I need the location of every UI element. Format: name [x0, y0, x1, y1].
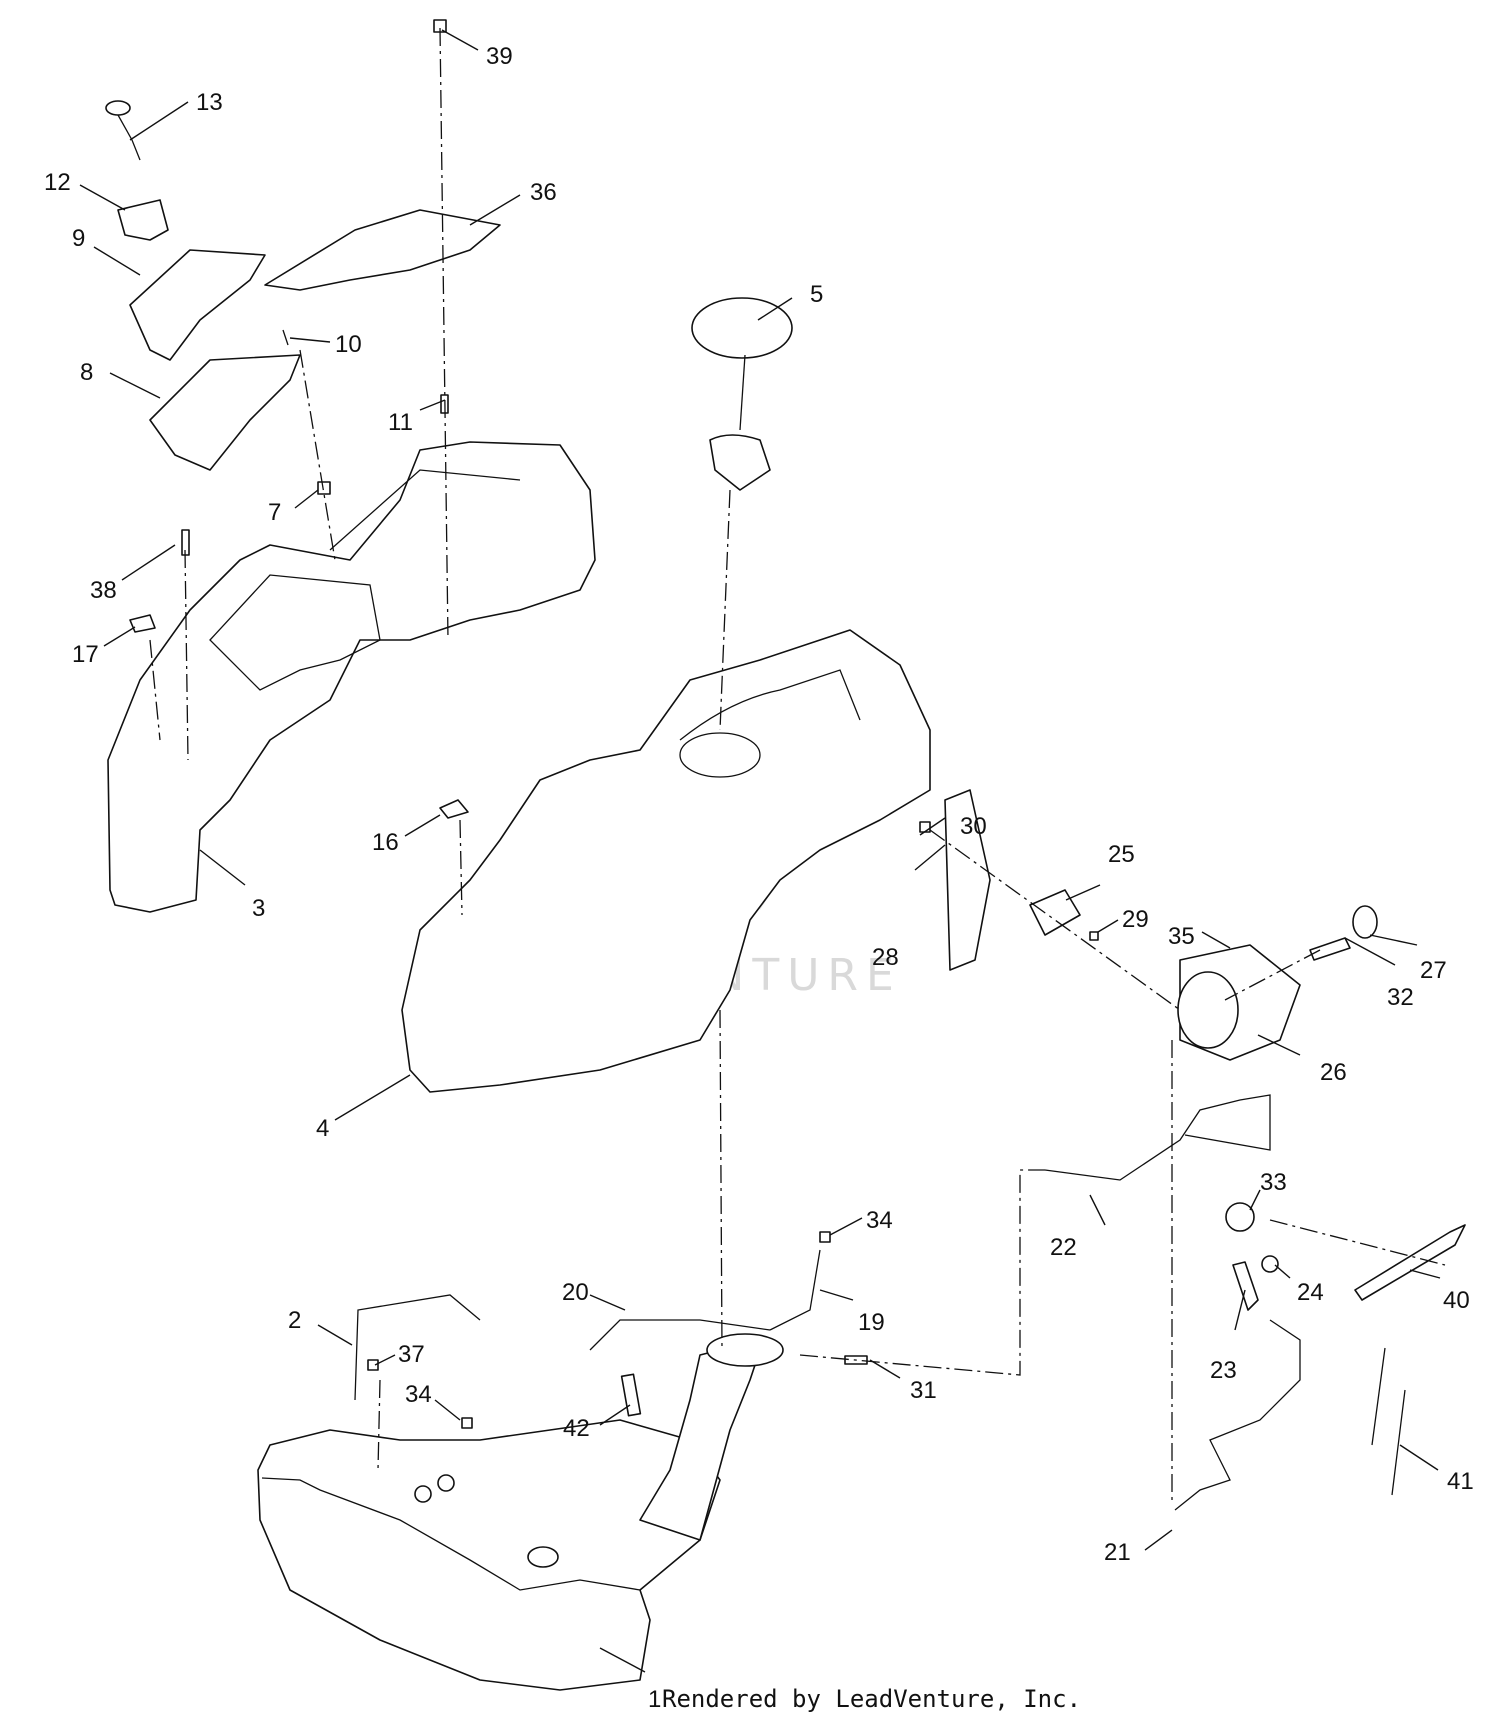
part-10-screw: [282, 329, 289, 346]
callout-32: 32: [1387, 984, 1414, 1011]
callout-8: 8: [80, 359, 93, 386]
part-34-clip-lower: [461, 1417, 473, 1429]
part-21-hose: [1174, 1319, 1301, 1511]
part-13-knob: [105, 100, 141, 161]
callout-28: 28: [872, 944, 899, 971]
part-24-clamp: [1261, 1255, 1279, 1273]
callout-10: 10: [335, 331, 362, 358]
part-12-bracket: [117, 199, 169, 241]
callout-27: 27: [1420, 957, 1447, 984]
callout-25: 25: [1108, 841, 1135, 868]
credit-text: Rendered by LeadVenture, Inc.: [662, 1685, 1081, 1713]
callout-41: 41: [1447, 1468, 1474, 1495]
callout-30: 30: [960, 813, 987, 840]
callouts: 39 13 12 36 9 5 10 8 11 7 38 17 16 3 30 …: [44, 43, 1474, 1713]
part-1-fuel-tank: [257, 1333, 784, 1691]
callout-7: 7: [268, 499, 281, 526]
part-27-cap: [1352, 905, 1378, 939]
part-34-clip-upper: [819, 1231, 831, 1243]
part-2-line: [354, 1294, 481, 1401]
callout-19: 19: [858, 1309, 885, 1336]
part-28-bracket: [944, 789, 991, 971]
callout-22: 22: [1050, 1234, 1077, 1261]
part-41-ties: [1371, 1347, 1406, 1496]
callout-38: 38: [90, 577, 117, 604]
callout-35: 35: [1168, 923, 1195, 950]
callout-16: 16: [372, 829, 399, 856]
part-23-fitting: [1232, 1261, 1259, 1311]
callout-17: 17: [72, 641, 99, 668]
part-30-nut: [919, 821, 931, 833]
callout-33: 33: [1260, 1169, 1287, 1196]
part-25-bracket: [1029, 889, 1081, 936]
callout-11: 11: [388, 409, 413, 436]
part-33-cap: [1225, 1202, 1255, 1232]
part-3-console-housing: [107, 441, 596, 913]
callout-13: 13: [196, 89, 223, 116]
callout-34-lower: 34: [405, 1381, 432, 1408]
part-36-cover: [264, 209, 501, 291]
part-20-hose: [589, 1319, 771, 1351]
callout-42: 42: [563, 1415, 590, 1442]
callout-29: 29: [1122, 906, 1149, 933]
part-4-fender-body: [401, 629, 931, 1093]
part-40-strip: [1354, 1224, 1466, 1301]
callout-2: 2: [288, 1307, 301, 1334]
callout-26: 26: [1320, 1059, 1347, 1086]
part-26-35-canister: [1177, 944, 1301, 1061]
callout-12: 12: [44, 169, 71, 196]
callout-23: 23: [1210, 1357, 1237, 1384]
callout-31: 31: [910, 1377, 937, 1404]
part-22-hose: [1044, 1094, 1271, 1181]
part-29-screw: [1089, 931, 1099, 941]
part-42-clamp: [620, 1373, 642, 1417]
part-16-pad: [439, 799, 469, 819]
callout-34-upper: 34: [866, 1207, 893, 1234]
part-9-plate: [129, 249, 266, 361]
small-parts: [105, 19, 1466, 1511]
part-19-hose: [769, 1249, 821, 1331]
callout-37: 37: [398, 1341, 425, 1368]
callout-5: 5: [810, 281, 823, 308]
callout-4: 4: [316, 1115, 329, 1142]
callout-1: 1: [648, 1686, 661, 1713]
assembly-lines: [149, 27, 1446, 1500]
callout-20: 20: [562, 1279, 589, 1306]
callout-40: 40: [1443, 1287, 1470, 1314]
callout-9: 9: [72, 225, 85, 252]
callout-24: 24: [1297, 1279, 1324, 1306]
part-32-tube: [1309, 937, 1351, 961]
part-8-plate: [149, 354, 301, 471]
callout-21: 21: [1104, 1539, 1131, 1566]
part-37-clip: [367, 1359, 379, 1371]
leader-lines: [79, 29, 1441, 1673]
part-5-fuel-cap: [691, 297, 793, 491]
part-7-clip: [317, 481, 331, 495]
callout-3: 3: [252, 895, 265, 922]
part-17-pad: [129, 614, 156, 633]
callout-36: 36: [530, 179, 557, 206]
callout-39: 39: [486, 43, 513, 70]
